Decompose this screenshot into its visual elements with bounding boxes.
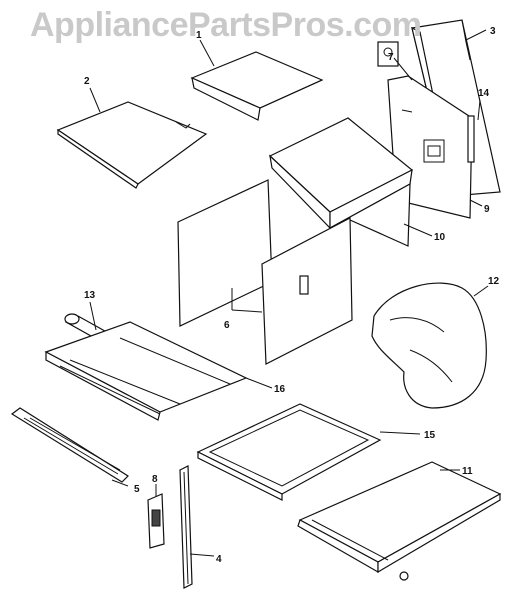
callout-12: 12: [488, 276, 500, 287]
part-8-bracket: [147, 493, 165, 549]
part-4-vertical-trim: [179, 465, 193, 589]
part-5-vent-strip: [10, 407, 129, 483]
callout-9: 9: [484, 204, 490, 215]
callout-5: 5: [134, 484, 140, 495]
part-14-strip: [467, 115, 475, 163]
part-2-flat-panel: [56, 101, 208, 189]
part-6-side-panels: [177, 179, 353, 365]
callout-16: 16: [274, 384, 286, 395]
part-10-insulation-block: [268, 117, 414, 247]
part-7-bracket: [377, 41, 399, 67]
callout-11: 11: [462, 466, 473, 477]
callout-7: 7: [388, 52, 394, 63]
part-16-bottom-frame: [44, 321, 248, 421]
part-12-insulation-blanket: [371, 282, 487, 409]
callout-1: 1: [196, 30, 202, 41]
callout-10: 10: [434, 232, 446, 243]
callout-14: 14: [478, 88, 490, 99]
part-15-floor-panel: [196, 403, 382, 501]
part-11-bottom-tray: [297, 461, 502, 581]
leader-lines: [89, 29, 489, 557]
callout-3: 3: [490, 26, 496, 37]
callout-8: 8: [152, 474, 158, 485]
callout-labels: 1 2 3 4 5 6 7 8 9 10 11 12 13 14 15 16: [84, 26, 500, 565]
callout-4: 4: [216, 554, 222, 565]
part-1-top-panel: [190, 51, 324, 121]
callout-2: 2: [84, 76, 90, 87]
callout-6: 6: [224, 320, 230, 331]
callout-13: 13: [84, 290, 96, 301]
callout-15: 15: [424, 430, 436, 441]
watermark-text: AppliancePartsPros.com: [30, 6, 422, 44]
